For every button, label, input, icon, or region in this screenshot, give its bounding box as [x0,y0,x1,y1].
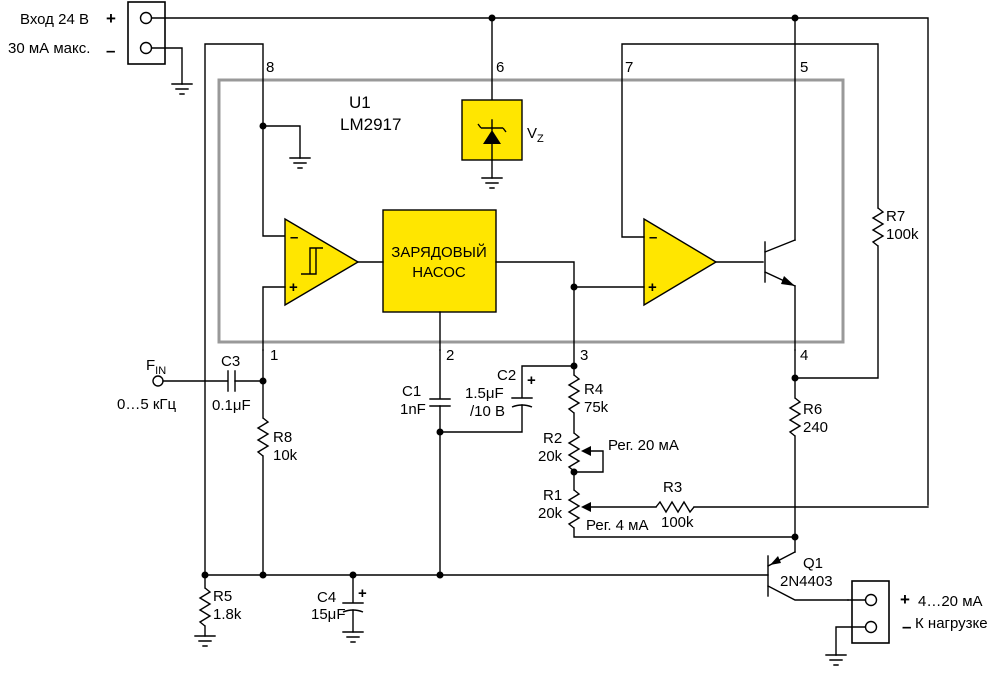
r5-value: 1.8k [213,606,242,623]
capacitor-c3 [227,370,236,392]
ground-symbol-c4 [342,631,364,643]
pin-1-label: 1 [270,347,278,364]
svg-text:–: – [649,229,657,246]
r8-value: 10k [273,447,298,464]
output-load-label: К нагрузке [915,615,988,632]
power-input-terminal [127,1,166,65]
pin-4-label: 4 [800,347,808,364]
input-minus-sign: – [106,41,115,60]
fin-label: FIN [146,357,166,377]
ground-symbol-input [171,83,193,95]
r1-ref: R1 [543,487,562,504]
c1-value: 1nF [400,401,426,418]
c4-ref: C4 [317,589,336,606]
r3-ref: R3 [663,479,682,496]
output-minus-sign: – [902,617,911,636]
pin-5-label: 5 [800,59,808,76]
q1-transistor-icon [767,551,849,601]
r1-adjust-label: Рег. 4 мА [586,517,649,534]
r3-value: 100k [661,514,694,531]
c2-ref: C2 [497,367,516,384]
zener-diode-icon [477,119,507,161]
c2-value: 1.5μF [465,385,504,402]
potentiometer-r1 [567,489,591,529]
capacitor-c1 [429,398,451,407]
zener-label: VZ [527,125,544,145]
charge-pump-block [382,209,497,313]
wire-24v-rail [151,17,929,506]
r7-value: 100k [886,226,919,243]
resistor-r7 [871,207,885,247]
c3-value: 0.1μF [212,397,251,414]
svg-text:–: – [290,229,298,246]
r2-ref: R2 [543,430,562,447]
fin-input-terminal[interactable] [152,375,164,387]
resistor-r5 [198,587,212,627]
svg-text:+: + [648,279,657,296]
r6-value: 240 [803,419,828,436]
pin-6-label: 6 [496,59,504,76]
c3-ref: C3 [221,353,240,370]
ground-symbol-r5 [194,635,216,647]
pin-7-label: 7 [625,59,633,76]
charge-pump-label-2: НАСОС [412,264,466,281]
chip-outline [217,78,845,344]
opamp-triangle: – + [643,217,718,307]
ground-symbol-output [825,654,847,666]
q1-part: 2N4403 [780,573,833,590]
pin-2-label: 2 [446,347,454,364]
output-plus-sign: + [900,590,910,609]
r1-value: 20k [538,505,563,522]
r7-ref: R7 [886,208,905,225]
c2-voltage: /10 В [470,403,505,420]
output-current-range: 4…20 мА [918,593,983,610]
output-terminal [851,580,890,644]
r4-ref: R4 [584,381,603,398]
r6-ref: R6 [803,401,822,418]
q1-ref: Q1 [803,555,823,572]
ground-symbol-zener [481,177,503,189]
c4-plus: + [358,585,367,602]
resistor-r8 [256,417,270,457]
power-input-current: 30 мА макс. [8,40,90,57]
r2-value: 20k [538,448,563,465]
pin-3-label: 3 [580,347,588,364]
resistor-r4 [567,374,581,414]
r4-value: 75k [584,399,609,416]
svg-text:+: + [289,279,298,296]
internal-transistor-icon [764,239,796,287]
potentiometer-r2 [567,432,604,473]
input-plus-sign: + [106,9,116,28]
ground-symbol-chip [289,157,311,169]
power-input-label: Вход 24 В [20,11,89,28]
c1-ref: C1 [402,383,421,400]
pin-8-label: 8 [266,59,274,76]
r2-adjust-label: Рег. 20 мА [608,437,679,454]
fin-range: 0…5 кГц [117,396,177,413]
charge-pump-label-1: ЗАРЯДОВЫЙ [391,243,486,261]
r5-ref: R5 [213,588,232,605]
resistor-r6 [788,397,802,437]
resistor-r3 [655,500,695,514]
c4-value: 15μF [311,606,346,623]
chip-ref: U1 [349,93,371,112]
c2-plus: + [527,372,536,389]
comparator-triangle: – + [284,217,360,307]
r8-ref: R8 [273,429,292,446]
chip-part: LM2917 [340,115,401,134]
